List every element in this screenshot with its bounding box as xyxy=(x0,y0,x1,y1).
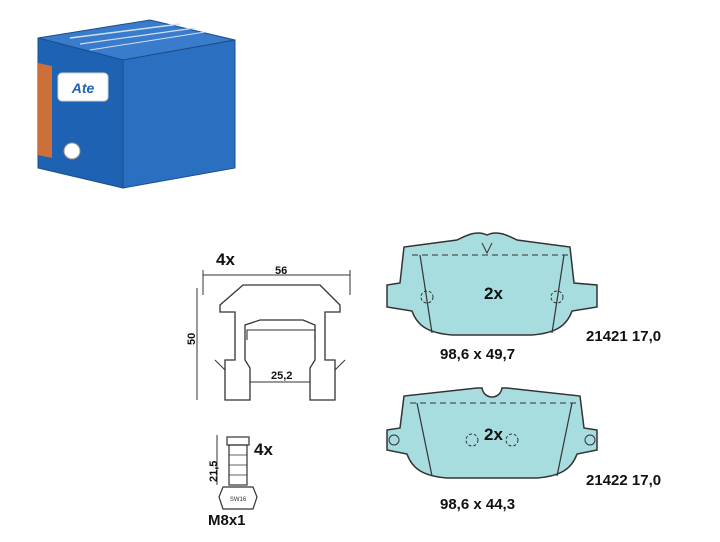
clip-inner-dim: 25,2 xyxy=(271,370,293,382)
pad-drawing-1 xyxy=(386,232,598,336)
clip-qty: 4x xyxy=(216,250,235,269)
bolt-length-dim: 21,5 xyxy=(208,460,220,482)
bolt-head-mark: SW16 xyxy=(230,497,247,503)
clip-width-dim: 56 xyxy=(275,265,288,277)
pad-drawing-2 xyxy=(386,387,598,479)
clip-height-dim: 50 xyxy=(186,332,198,345)
pad-1-dimensions: 98,6 x 49,7 xyxy=(440,346,516,363)
ate-logo-icon xyxy=(57,72,109,102)
pad-1-qty: 2x xyxy=(484,284,503,303)
pad-2-dimensions: 98,6 x 44,3 xyxy=(440,496,516,513)
bolt-thread: M8x1 xyxy=(208,512,246,529)
pad-2-qty: 2x xyxy=(484,425,503,444)
product-box: Ate xyxy=(30,18,240,193)
pad-1-part: 21421 17,0 xyxy=(586,328,662,345)
product-box-illustration: Ate xyxy=(37,19,236,189)
clip-drawing xyxy=(196,270,351,401)
bolt-drawing: SW16 xyxy=(216,435,258,510)
pad-2-part: 21422 17,0 xyxy=(586,472,662,489)
svg-text:Ate: Ate xyxy=(71,80,95,96)
bolt-qty: 4x xyxy=(254,440,273,459)
